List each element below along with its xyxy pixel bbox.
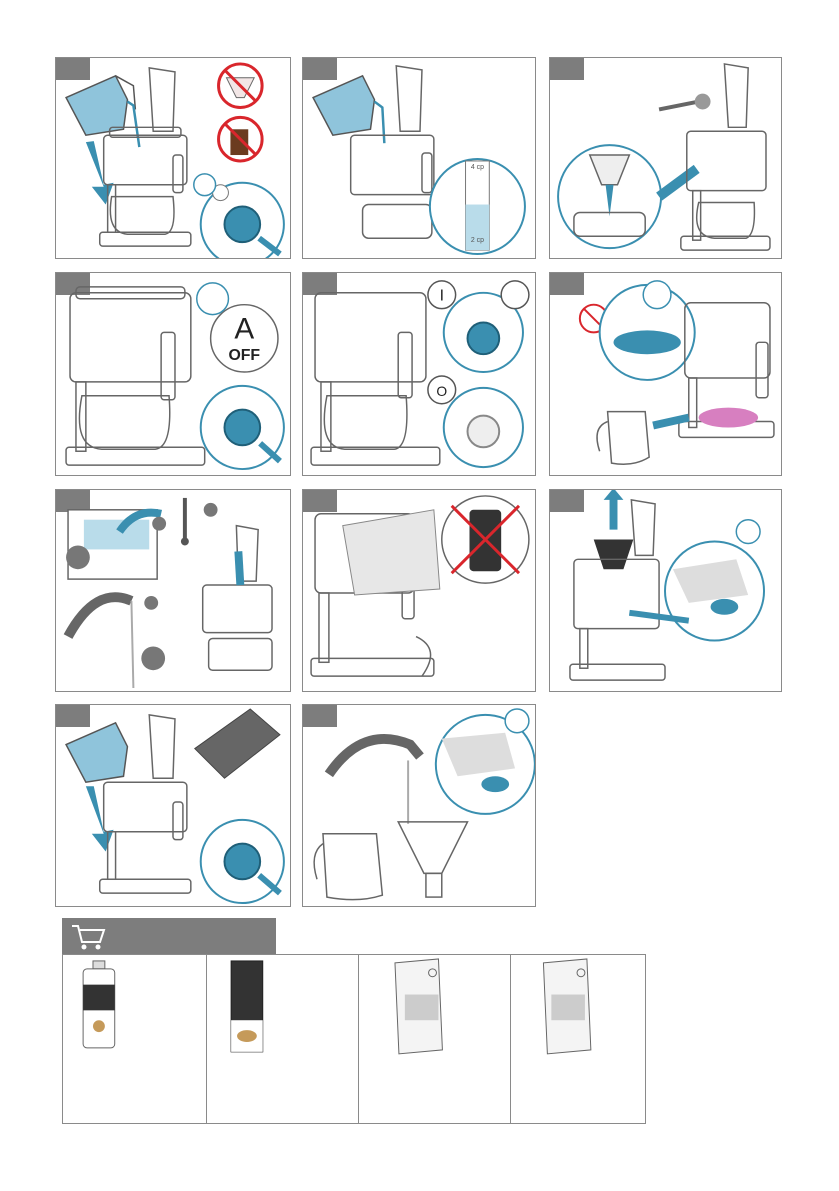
step-panel-10 — [55, 704, 291, 907]
carafe-icon — [314, 834, 382, 900]
step-panel-5: I O — [302, 272, 536, 476]
clean-tank-illustration — [56, 490, 290, 691]
fill-to-mark-illustration: 4 cp 2 cp — [303, 58, 535, 258]
auto-off-illustration: A OFF — [56, 273, 290, 475]
step-panel-2: 4 cp 2 cp — [302, 57, 536, 259]
step-panel-9 — [549, 489, 782, 692]
carafe-pour-icon — [66, 723, 127, 782]
no-dishwasher-icon — [580, 281, 695, 380]
no-chemical-cleaner-icon — [442, 496, 529, 583]
auto-off-icon: A OFF — [197, 283, 278, 372]
tube-brush-icon — [181, 498, 189, 546]
coffee-machine-icon — [311, 293, 440, 465]
accessories-header — [62, 918, 276, 954]
no-ground-coffee-icon — [219, 117, 263, 161]
coffee-scoop-icon — [659, 94, 710, 110]
accessories-grid — [62, 954, 646, 1124]
step-panel-7 — [55, 489, 291, 692]
filter-basket-icon — [398, 822, 467, 897]
descaler-bottle-icon — [63, 955, 206, 1123]
carafe-icon — [597, 412, 649, 465]
arrow-up-icon — [604, 490, 624, 530]
power-button-icon — [201, 820, 284, 903]
wipe-clean-illustration — [303, 490, 535, 691]
carafe-pour-icon — [313, 76, 384, 143]
tap-icon — [68, 597, 133, 688]
step-panel-1 — [55, 57, 291, 259]
descaler-tablets-icon — [207, 955, 358, 1123]
insert-filter-illustration — [550, 58, 781, 258]
coffee-machine-icon — [681, 64, 770, 250]
remove-filter-icon — [594, 540, 634, 570]
carafe-pour-icon — [66, 76, 139, 147]
switch-on-symbol: I — [440, 288, 444, 305]
accessory-water-filter-2[interactable] — [511, 955, 647, 1123]
power-button-icon — [194, 174, 284, 258]
descale-illustration — [56, 705, 290, 906]
auto-symbol: A — [234, 312, 254, 345]
on-off-illustration: I O — [303, 273, 535, 475]
step-panel-3 — [549, 57, 782, 259]
descaler-pour-icon — [195, 709, 280, 778]
gauge-label-max: 4 cp — [471, 164, 484, 171]
coffee-machine-icon — [66, 287, 205, 465]
hotplate-icon — [699, 408, 758, 428]
switch-on-icon: I — [428, 281, 529, 372]
step-panel-4: A OFF — [55, 272, 291, 476]
filter-insert-icon — [558, 145, 661, 248]
water-filter-box-2-icon — [511, 955, 647, 1123]
cloth-icon — [343, 510, 440, 595]
fill-water-illustration — [56, 58, 290, 258]
step-panel-6 — [549, 272, 782, 476]
step-panel-8 — [302, 489, 536, 692]
rinse-tap-icon — [329, 739, 420, 824]
accessory-descaler-bottle[interactable] — [63, 955, 207, 1123]
hotplate-illustration — [550, 273, 781, 475]
rinse-illustration — [303, 705, 535, 906]
auto-off-label: OFF — [228, 347, 260, 364]
step-panel-11 — [302, 704, 536, 907]
water-tank-icon — [68, 510, 161, 579]
coffee-machine-icon — [203, 526, 272, 671]
switch-off-symbol: O — [436, 383, 447, 399]
arrow-down-icon — [86, 786, 114, 851]
water-level-gauge: 4 cp 2 cp — [430, 159, 525, 254]
arrow-down-icon — [86, 141, 114, 204]
accessory-water-filter[interactable] — [359, 955, 511, 1123]
shopping-cart-icon — [62, 918, 276, 954]
accessory-descaler-tablets[interactable] — [207, 955, 359, 1123]
water-filter-box-icon — [359, 955, 510, 1123]
coffee-machine-icon — [570, 500, 665, 680]
power-button-icon — [201, 386, 284, 469]
valve-icon — [436, 709, 535, 814]
gauge-label-min: 2 cp — [471, 237, 484, 244]
no-paper-filter-icon — [219, 64, 263, 108]
switch-off-icon: O — [428, 376, 523, 467]
remove-filter-illustration — [550, 490, 781, 691]
